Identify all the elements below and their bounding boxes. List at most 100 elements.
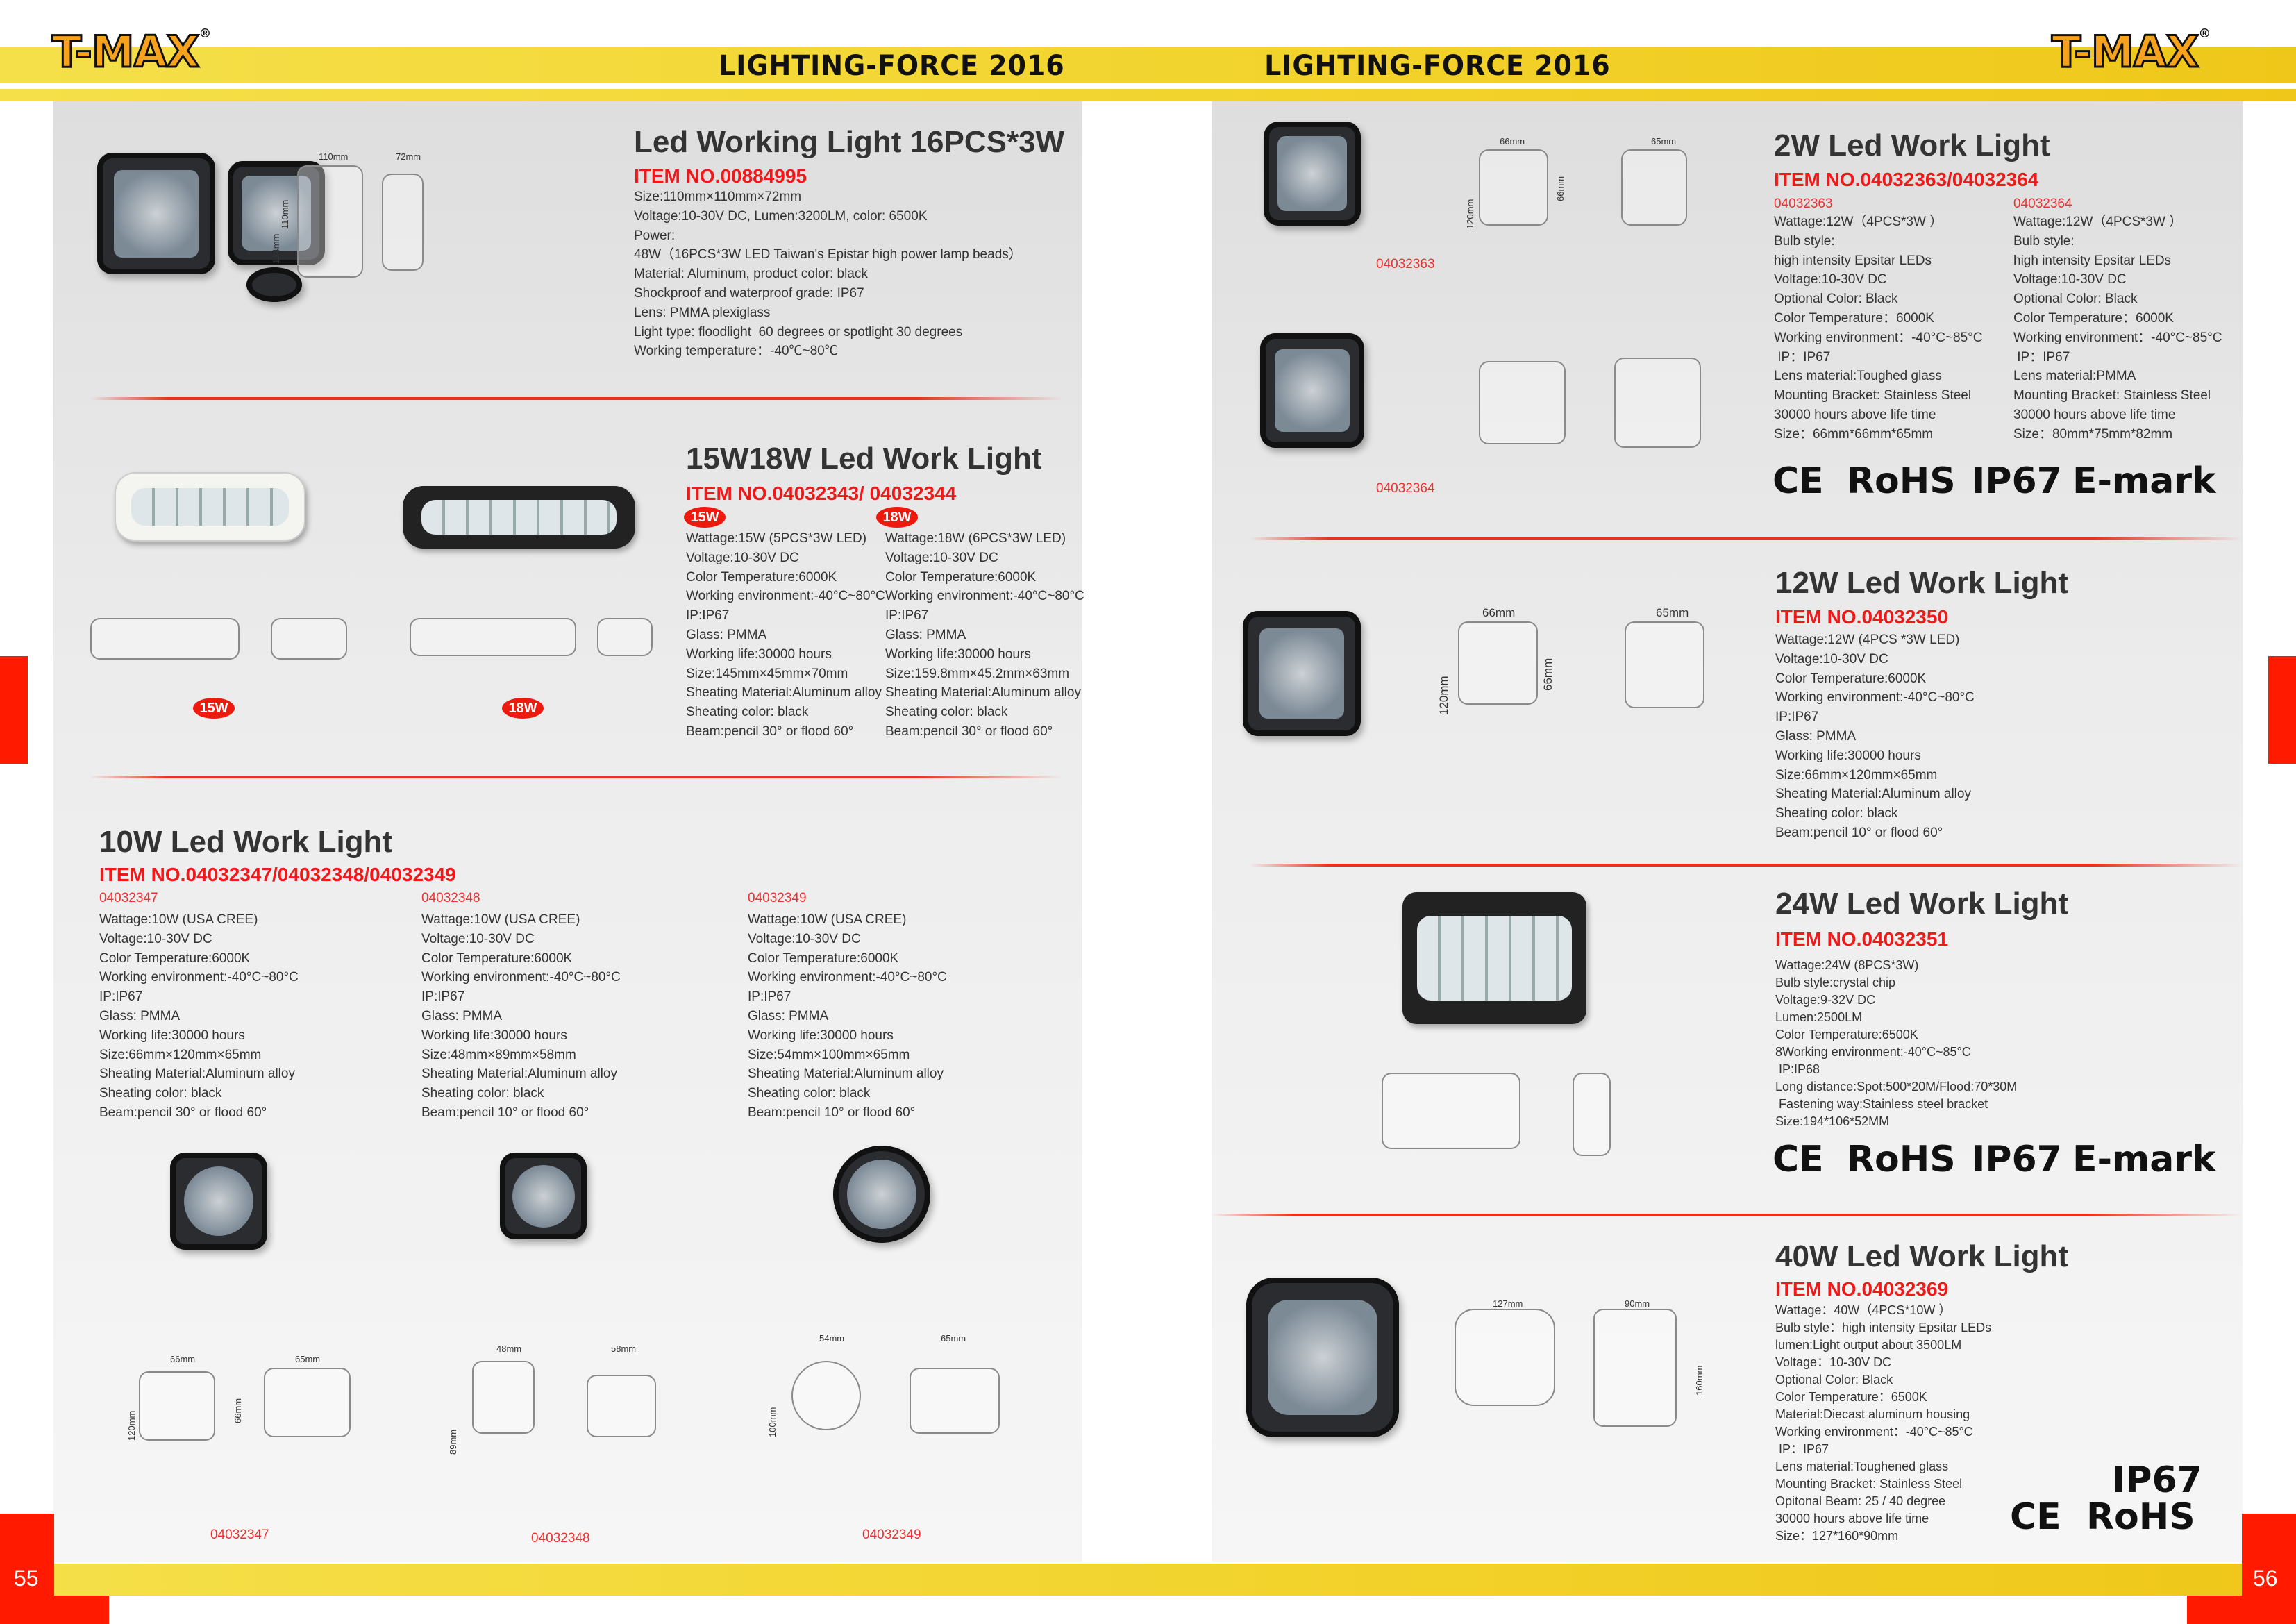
spec-line: Color Temperature：6000K: [1774, 310, 1934, 326]
dim-label: 58mm: [611, 1343, 637, 1354]
spec-line: Voltage:10-30V DC: [1775, 651, 1888, 667]
variant-badge-15w: 15W: [684, 507, 726, 528]
spec-line: IP:IP68: [1775, 1062, 1820, 1076]
page-number-left: 55: [14, 1566, 39, 1591]
product-photo-16pcs-front: [97, 153, 215, 274]
spec-line: Lens material:Toughened glass: [1775, 1459, 1949, 1473]
spec-line: Working life:30000 hours: [748, 1028, 894, 1043]
brand-logo-left: T-MAX®: [51, 26, 211, 78]
spec-list-04032364: Wattage:12W（4PCS*3W ）Bulb style:high int…: [2013, 212, 2222, 444]
product-photo-04032363: [1264, 122, 1361, 226]
spec-line: Color Temperature:6000K: [1775, 671, 1927, 686]
product-photo-15w: [115, 472, 305, 542]
image-code: 04032348: [531, 1531, 590, 1546]
spec-line: Sheating Material:Aluminum alloy: [748, 1066, 944, 1082]
catalog-title-right: LIGHTING-FORCE 2016: [1264, 50, 1611, 82]
item-number: ITEM NO.04032363/04032364: [1774, 169, 2039, 190]
spec-line: Opitonal Beam: 25 / 40 degree: [1775, 1494, 1946, 1508]
spec-line: Voltage:10-30V DC: [99, 931, 212, 946]
drawing-16pcs-side: [382, 174, 424, 271]
spec-line: Working life:30000 hours: [686, 646, 832, 662]
spec-line: 30000 hours above life time: [1774, 407, 1936, 422]
spec-line: Beam:pencil 30° or flood 60°: [99, 1105, 267, 1120]
product-photo-04032347: [170, 1153, 267, 1250]
spec-line: Bulb style:: [1774, 233, 1835, 249]
product-photo-04032349: [833, 1146, 930, 1243]
drawing-04032350-side: [1625, 621, 1704, 708]
page-corner-left-ext: [54, 1596, 109, 1624]
footer-band: [0, 1564, 2296, 1596]
item-number: ITEM NO.04032369: [1775, 1278, 1949, 1300]
brand-logo-right: T-MAX®: [2050, 26, 2211, 78]
dim-label: 65mm: [1656, 606, 1689, 619]
spec-line: Glass: PMMA: [99, 1008, 181, 1023]
spec-line: Size:194*106*52MM: [1775, 1114, 1890, 1128]
spec-line: Working environment：-40°C~85°C: [2013, 330, 2222, 345]
spec-line: Color Temperature:6000K: [748, 951, 899, 966]
cert-rohs: RoHS: [1847, 1139, 1956, 1180]
page-corner-left: [0, 1514, 54, 1624]
drawing-15w: [90, 618, 240, 660]
spec-line: Working environment：-40°C~85°C: [1775, 1425, 1973, 1439]
product-title: 40W Led Work Light: [1775, 1239, 2069, 1273]
spec-line: 30000 hours above life time: [1775, 1512, 1929, 1525]
dim-label: 110mm: [319, 151, 349, 162]
spec-line: Lens: PMMA plexiglass: [634, 305, 771, 320]
product-photo-04032369: [1246, 1278, 1399, 1437]
drawing-04032369: [1455, 1309, 1555, 1406]
spec-line: Light type: floodlight 60 degrees or spo…: [634, 324, 963, 340]
dim-label: 66mm: [1482, 606, 1516, 619]
cert-ip67: IP67: [2112, 1459, 2202, 1501]
spec-line: Mounting Bracket: Stainless Steel: [2013, 388, 2211, 403]
spec-line: Wattage:24W (8PCS*3W): [1775, 958, 1919, 972]
spec-line: Color Temperature:6000K: [99, 951, 251, 966]
spec-line: Size：127*160*90mm: [1775, 1529, 1899, 1543]
spec-list: Wattage:24W (8PCS*3W) Bulb style:crystal …: [1775, 957, 2017, 1130]
item-number: ITEM NO.04032351: [1775, 928, 1949, 950]
side-tab-left: [0, 656, 28, 764]
drawing-18w-side: [597, 618, 653, 656]
spec-line: Color Temperature:6000K: [686, 569, 837, 585]
spec-line: Bulb style:crystal chip: [1775, 976, 1896, 989]
dim-label: 120mm: [1465, 199, 1475, 229]
left-page: [53, 101, 1082, 1562]
dim-label: 66mm: [1500, 136, 1525, 147]
section-divider: [90, 397, 1062, 400]
spec-line: Wattage:12W（4PCS*3W ）: [1774, 215, 1943, 229]
spec-line: high intensity Epsitar LEDs: [2013, 253, 2172, 268]
spec-line: Voltage:10-30V DC, Lumen:3200LM, color: …: [634, 208, 928, 224]
spec-line: Size:159.8mm×45.2mm×63mm: [885, 666, 1070, 681]
drawing-04032351: [1382, 1073, 1520, 1149]
dim-label: 66mm: [233, 1398, 243, 1423]
spec-line: Material:Diecast aluminum housing: [1775, 1407, 1970, 1421]
page-number-right: 56: [2253, 1566, 2278, 1591]
spec-line: Bulb style:: [2013, 233, 2075, 249]
spec-line: Working life:30000 hours: [1775, 748, 1921, 763]
spec-line: Voltage:10-30V DC: [748, 931, 861, 946]
dim-label: 54mm: [819, 1333, 845, 1343]
spec-list-04032363: Wattage:12W（4PCS*3W ）Bulb style:high int…: [1774, 212, 1983, 444]
spec-line: Power:: [634, 228, 676, 243]
spec-line: Color Temperature:6000K: [885, 569, 1037, 585]
drawing-04032363-side: [1621, 149, 1687, 226]
spec-line: Glass: PMMA: [421, 1008, 503, 1023]
product-title: 24W Led Work Light: [1775, 887, 2069, 921]
spec-line: Beam:pencil 10° or flood 60°: [421, 1105, 589, 1120]
drawing-04032363: [1479, 149, 1548, 226]
spec-line: Size:110mm×110mm×72mm: [634, 190, 802, 204]
spec-line: Working environment:-40°C~80°C: [885, 589, 1084, 604]
spec-line: lumen:Light output about 3500LM: [1775, 1338, 1962, 1352]
spec-line: Sheating Material:Aluminum alloy: [1775, 787, 1971, 802]
drawing-16pcs-front: [297, 165, 363, 278]
image-code: 04032364: [1376, 481, 1435, 496]
spec-line: Sheating Material:Aluminum alloy: [885, 685, 1081, 701]
spec-list: Wattage:12W (4PCS *3W LED)Voltage:10-30V…: [1775, 630, 1975, 843]
spec-line: Glass: PMMA: [686, 627, 767, 642]
spec-line: Voltage:9-32V DC: [1775, 993, 1876, 1007]
spec-line: Glass: PMMA: [1775, 728, 1857, 744]
spec-line: Optional Color: Black: [1775, 1373, 1893, 1387]
image-badge-18w: 18W: [502, 698, 544, 719]
image-badge-15w: 15W: [193, 698, 235, 719]
